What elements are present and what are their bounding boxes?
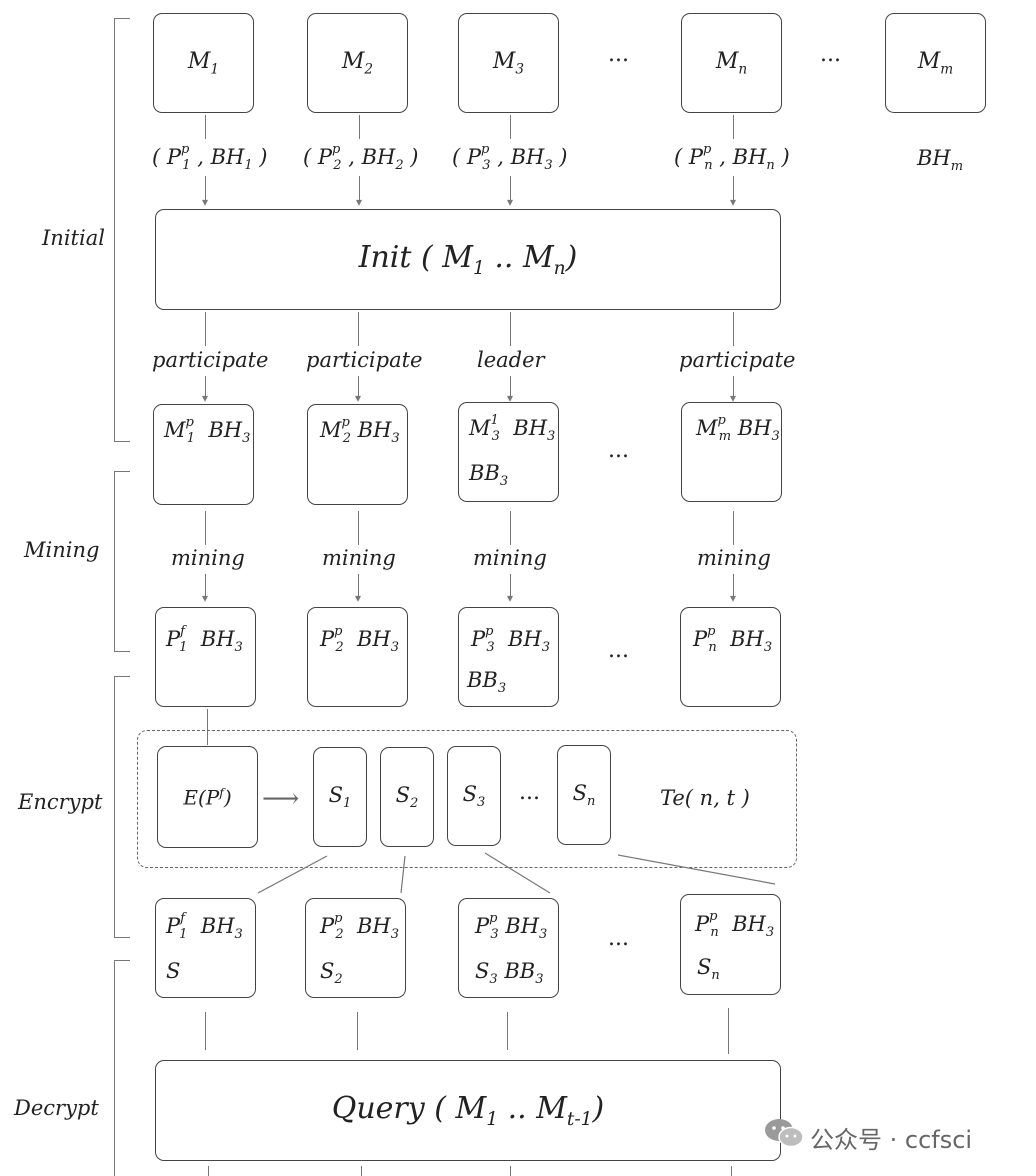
ellipsis-row1: ... [608,42,629,67]
watermark-text: 公众号 · ccfsci [810,1126,973,1154]
miner-box-2: M2 [307,13,408,113]
pair-n: ( Ppn , BHn ) [674,142,790,174]
share-box-1: S1 [313,747,367,847]
stage-label-initial: Initial [42,226,105,250]
node-box-r4-2: Pp2 BH3 [307,607,408,707]
ellipsis-row5: ... [608,926,629,951]
role-participate-2: participate [306,348,423,372]
node-box-r5-3: Pp3 BH3 S3 BB3 [458,898,559,998]
role-mining-n: mining [697,546,771,570]
node-box-r3-2: Mp2 BH3 [307,404,408,505]
pair-m: BHm [917,146,964,175]
query-box: Query ( M1 .. Mt-1) [155,1060,781,1161]
role-mining-2: mining [322,546,396,570]
encrypt-panel [137,730,797,868]
stage-label-mining: Mining [24,538,100,562]
share-box-n: Sn [557,745,611,845]
role-participate-1: participate [152,348,269,372]
miner-box-m: Mm [885,13,986,113]
threshold-label: Te( n, t ) [660,786,750,810]
role-participate-n: participate [679,348,796,372]
wechat-icon [764,1116,804,1150]
node-box-r3-3-leader: M13 BH3 BB3 [458,402,559,502]
miner-box-n: Mn [681,13,782,113]
ellipsis-encrypt: ... [519,780,540,805]
miner-box-3: M3 [458,13,559,113]
ellipsis-row1b: ... [820,42,841,67]
node-box-r5-2: Pp2 BH3 S2 [305,898,406,998]
init-box: Init ( M1 .. Mn) [155,209,781,310]
pair-2: ( Pp2 , BH2 ) [303,142,419,174]
stage-label-decrypt: Decrypt [14,1096,99,1120]
pair-1: ( Pp1 , BH1 ) [152,142,268,174]
node-box-r5-n: Ppn BH3 Sn [680,894,781,995]
miner-box-1: M1 [153,13,254,113]
node-box-r5-1: Pf1 BH3 S [155,898,256,998]
pair-3: ( Pp3 , BH3 ) [452,142,568,174]
role-leader: leader [477,348,545,372]
node-box-r4-3: Pp3 BH3 BB3 [458,607,559,707]
encrypt-function-box: E(Pf) [157,746,258,848]
role-mining-3: mining [473,546,547,570]
share-box-2: S2 [380,747,434,847]
encrypt-arrow: ⟶ [262,784,300,814]
node-box-r3-n: Mpm BH3 [681,402,782,502]
stage-label-encrypt: Encrypt [18,790,103,814]
node-box-r3-1: Mp1 BH3 [153,404,254,505]
ellipsis-row3: ... [608,438,629,463]
ellipsis-row4: ... [608,638,629,663]
node-box-r4-1: Pf1 BH3 [155,607,256,707]
node-box-r4-n: Ppn BH3 [680,607,781,707]
role-mining-1: mining [171,546,245,570]
share-box-3: S3 [447,746,501,846]
